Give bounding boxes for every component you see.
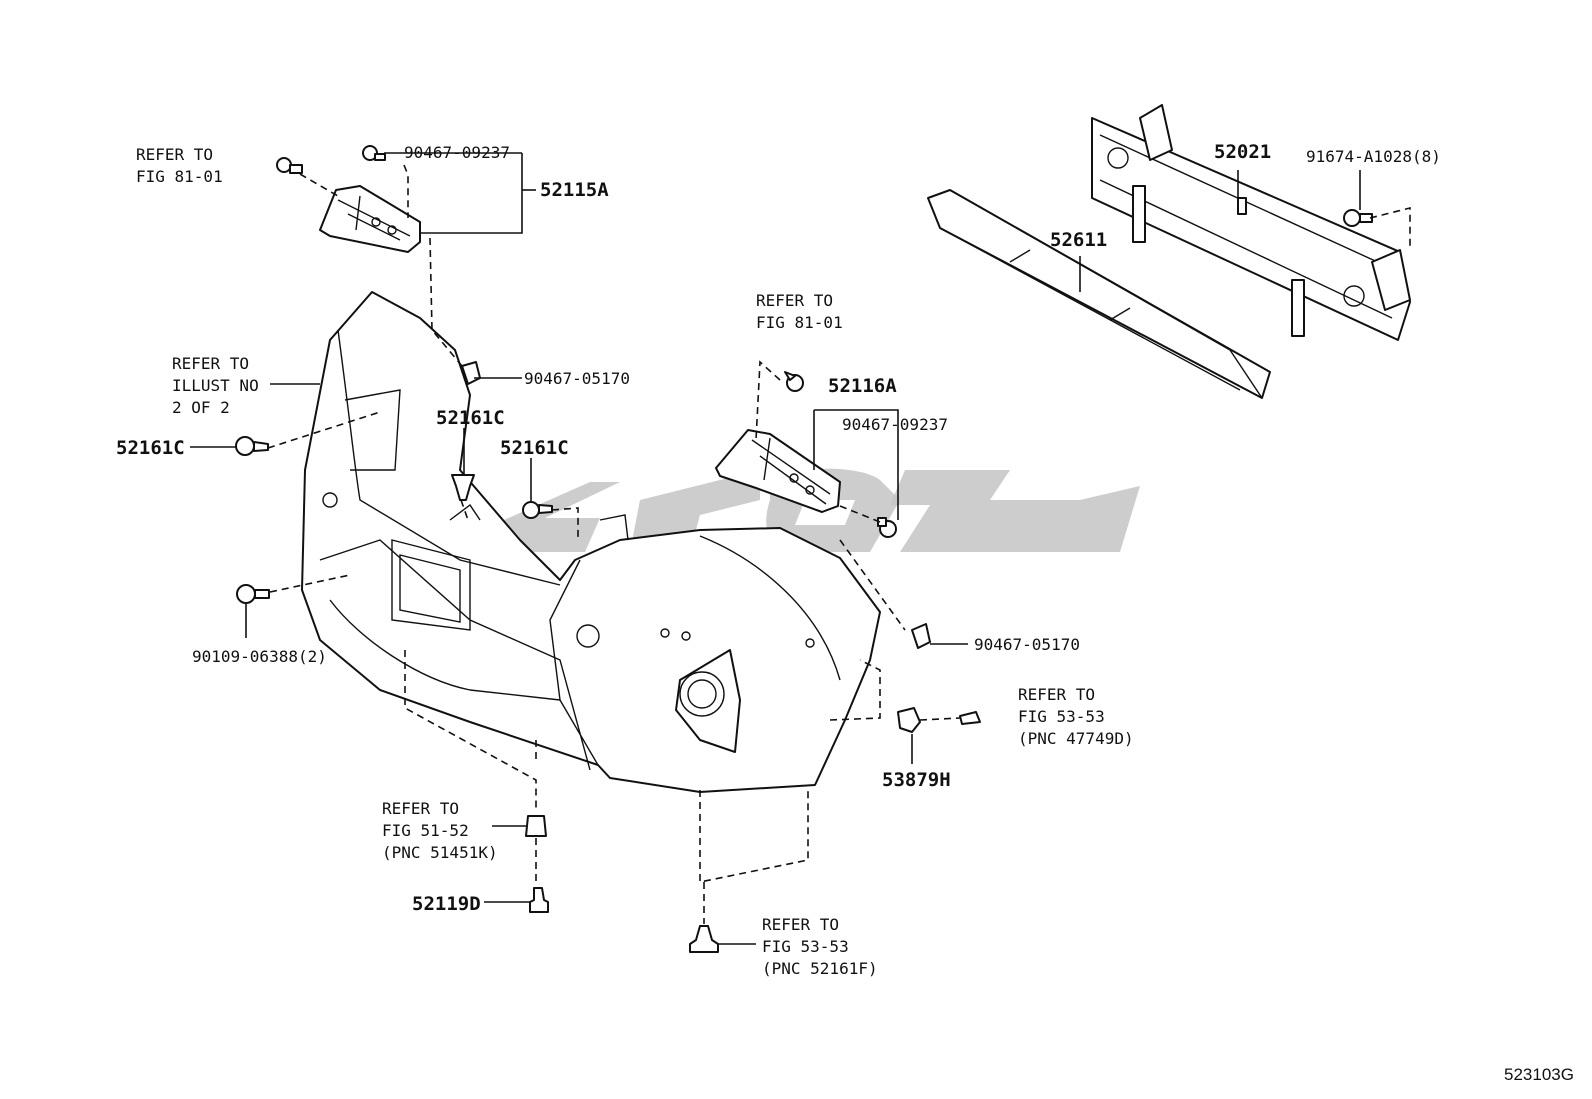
label-refer-53-53-a-line3: (PNC 47749D) <box>1018 729 1134 748</box>
screw-52161C-right <box>522 501 553 519</box>
bumper-energy-absorber-52611 <box>927 189 1271 399</box>
bumper-side-bracket-52115A <box>319 185 421 253</box>
bolt-91674-A1028 <box>1343 209 1373 227</box>
label-52021: 52021 <box>1214 141 1271 163</box>
label-52161C-mid: 52161C <box>436 407 505 429</box>
label-refer-illust-line3: 2 OF 2 <box>172 398 230 417</box>
label-90467-09237-top: 90467-09237 <box>404 143 510 162</box>
bolt-52119D <box>529 887 549 913</box>
label-refer-53-53-a-line1: REFER TO <box>1018 685 1095 704</box>
clip-90467-05170-right <box>911 623 931 649</box>
label-refer-illust-line1: REFER TO <box>172 354 249 373</box>
bolt-refer-81-01-right <box>784 371 804 392</box>
clip-90467-09237-right <box>877 517 897 538</box>
label-52161C-right: 52161C <box>500 437 569 459</box>
labels: REFER TO FIG 81-01 90467-09237 52115A 52… <box>116 141 1574 1084</box>
front-bumper-cover <box>301 291 881 793</box>
diagram-code: 523103G <box>1504 1065 1574 1084</box>
bumper-reinforcement-52021 <box>1091 104 1411 341</box>
label-refer-51-52-line2: FIG 51-52 <box>382 821 469 840</box>
assembly-guide-lines <box>267 164 1411 924</box>
label-refer-53-53-b-line2: FIG 53-53 <box>762 937 849 956</box>
label-52161C-left: 52161C <box>116 437 185 459</box>
leader-lines <box>190 152 1361 945</box>
grommet-refer-53-53 <box>959 711 981 725</box>
label-refer-53-53-b-line1: REFER TO <box>762 915 839 934</box>
bumper-side-bracket-52116A <box>715 429 841 513</box>
label-refer-81-01-right-line2: FIG 81-01 <box>756 313 843 332</box>
label-91674-A1028: 91674-A1028(8) <box>1306 147 1441 166</box>
label-refer-51-52-line3: (PNC 51451K) <box>382 843 498 862</box>
label-90467-09237-right: 90467-09237 <box>842 415 948 434</box>
label-refer-illust-line2: ILLUST NO <box>172 376 259 395</box>
label-52115A: 52115A <box>540 179 609 201</box>
label-refer-51-52-line1: REFER TO <box>382 799 459 818</box>
clip-90467-09237-top <box>362 145 386 161</box>
screw-52161C-left <box>235 436 269 456</box>
bolt-90109-06388 <box>236 584 270 604</box>
label-52119D: 52119D <box>412 893 481 915</box>
label-refer-53-53-b-line3: (PNC 52161F) <box>762 959 878 978</box>
clip-refer-53-53-b <box>689 925 719 953</box>
fasteners <box>235 145 1373 953</box>
label-90467-05170-right: 90467-05170 <box>974 635 1080 654</box>
label-refer-53-53-a-line2: FIG 53-53 <box>1018 707 1105 726</box>
label-90109-06388: 90109-06388(2) <box>192 647 327 666</box>
label-52611: 52611 <box>1050 229 1107 251</box>
screw-52161C-mid <box>451 474 475 501</box>
label-refer-81-01-left-line1: REFER TO <box>136 145 213 164</box>
clip-refer-51-52 <box>525 815 547 837</box>
sensor-53879H <box>897 707 921 733</box>
bolt-refer-81-01-left <box>276 157 303 174</box>
label-52116A: 52116A <box>828 375 897 397</box>
label-53879H: 53879H <box>882 769 951 791</box>
label-90467-05170-left: 90467-05170 <box>524 369 630 388</box>
label-refer-81-01-right-line1: REFER TO <box>756 291 833 310</box>
label-refer-81-01-left-line2: FIG 81-01 <box>136 167 223 186</box>
